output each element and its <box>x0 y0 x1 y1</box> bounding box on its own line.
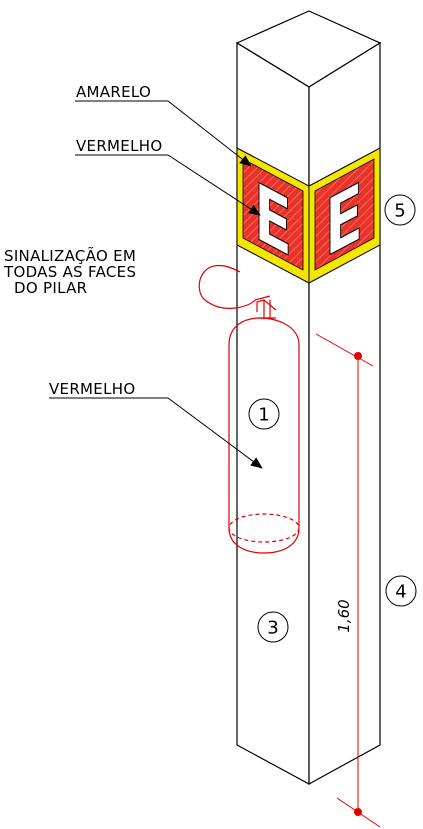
extinguisher-base <box>228 527 300 554</box>
height-dimension: 1,60 <box>315 333 381 828</box>
sign-left-red-panel <box>242 158 304 271</box>
emergency-sign: E E <box>236 147 381 284</box>
callout-3: 3 <box>257 611 289 643</box>
leader-vermelho-cylinder <box>49 397 263 469</box>
dimension-dot-top <box>354 352 362 360</box>
callout-4: 4 <box>385 575 417 607</box>
extinguisher-hose <box>198 264 256 309</box>
dimension-extension-top <box>315 333 374 367</box>
callout-5-number: 5 <box>394 201 405 222</box>
extinguisher-body <box>228 317 300 528</box>
dimension-dot-bottom <box>354 808 362 816</box>
callout-1: 1 <box>248 398 280 430</box>
sign-left-letter: E <box>254 164 292 275</box>
label-sinalizacao-2: TODAS AS FACES <box>3 263 136 281</box>
label-amarelo: AMARELO <box>76 83 151 101</box>
sign-right-red-panel <box>314 158 375 271</box>
label-vermelho-cylinder: VERMELHO <box>49 380 135 398</box>
pillar <box>235 10 382 786</box>
callout-4-number: 4 <box>395 582 406 603</box>
label-sinalizacao-3: DO PILAR <box>14 279 87 297</box>
callout-3-number: 3 <box>267 618 278 639</box>
label-sinalizacao-1: SINALIZAÇÃO EM <box>4 246 136 265</box>
callout-1-number: 1 <box>258 405 269 426</box>
sign-right-letter: E <box>325 164 363 275</box>
callout-5: 5 <box>384 194 416 226</box>
leader-lines <box>49 100 263 469</box>
dimension-label: 1,60 <box>335 599 353 632</box>
fire-extinguisher <box>198 264 300 554</box>
extinguisher-valve <box>254 295 277 319</box>
leader-vermelho-top <box>75 154 261 216</box>
label-vermelho-top: VERMELHO <box>76 137 162 155</box>
leader-amarelo <box>75 100 252 167</box>
